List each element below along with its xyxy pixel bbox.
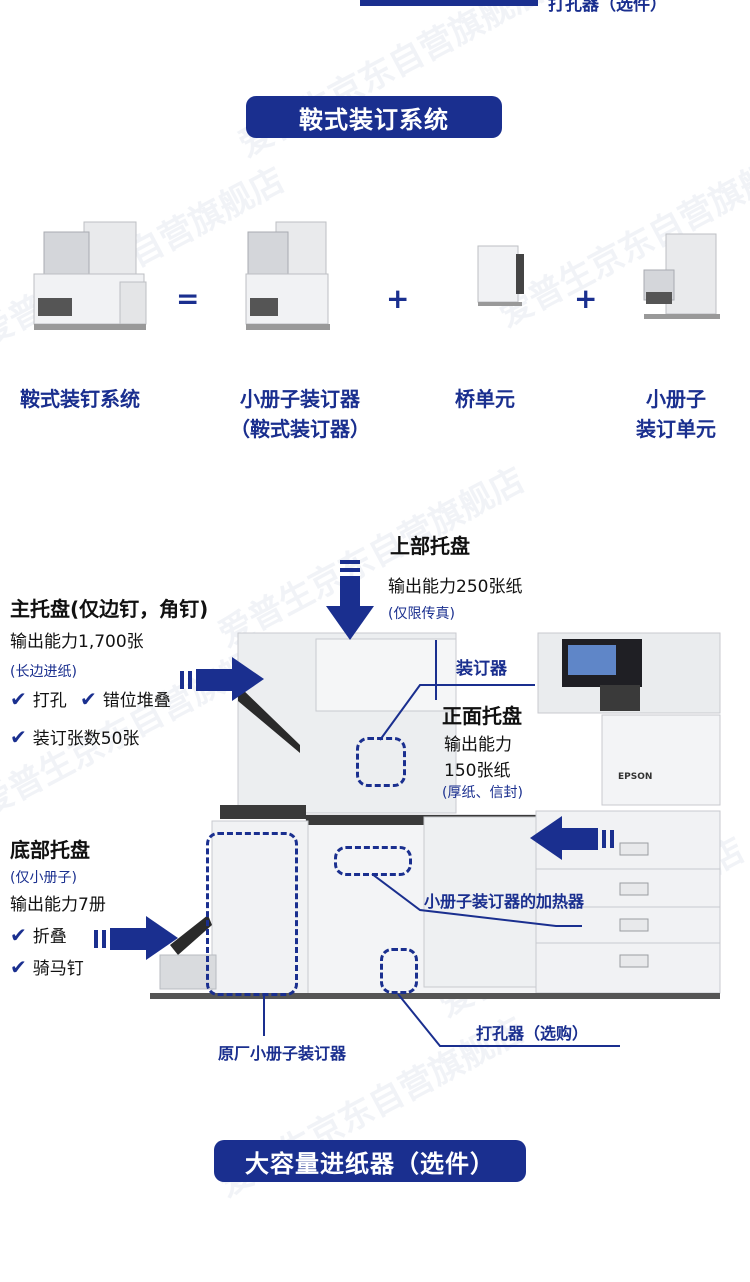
face-tray-capacity-1: 输出能力	[444, 735, 512, 755]
bottom-tray-capacity: 输出能力7册	[10, 895, 106, 915]
feature-offset-stack: ✔错位堆叠	[80, 686, 171, 712]
feature-staple-count: ✔装订张数50张	[10, 724, 140, 750]
label-booklet-finisher: 小册子装订器 （鞍式装订器）	[230, 387, 370, 441]
main-tray-note: (长边进纸)	[10, 664, 77, 680]
check-icon: ✔	[10, 922, 27, 947]
stapler-label: 装订器	[456, 659, 507, 679]
equals-operator: =	[176, 282, 200, 315]
face-tray-capacity-2: 150张纸	[444, 761, 511, 781]
puncher-region	[380, 948, 418, 994]
label-saddle-system: 鞍式装钉系统	[20, 387, 140, 411]
bottom-tray-note: (仅小册子)	[10, 870, 77, 886]
arrow-right-icon	[94, 916, 178, 960]
check-icon: ✔	[10, 686, 27, 711]
upper-tray-capacity: 输出能力250张纸	[388, 577, 523, 597]
top-divider	[360, 0, 538, 6]
top-partial-label: 打孔器（选件）	[548, 0, 667, 15]
section-title-saddle-system: 鞍式装订系统	[246, 96, 502, 138]
upper-tray-note: (仅限传真)	[388, 606, 455, 622]
label-booklet-unit: 小册子 装订单元	[636, 387, 716, 441]
section-title-hcf: 大容量进纸器（选件）	[214, 1140, 526, 1182]
face-tray-title: 正面托盘	[442, 704, 522, 728]
check-icon: ✔	[10, 954, 27, 979]
arrow-down-icon	[326, 560, 374, 640]
main-tray-title: 主托盘(仅边钉，角钉)	[10, 597, 209, 621]
puncher-label: 打孔器（选购）	[476, 1024, 589, 1043]
check-icon: ✔	[80, 686, 97, 711]
bridge-unit-illustration	[477, 245, 524, 306]
booklet-maker-label: 原厂小册子装订器	[218, 1044, 347, 1063]
check-icon: ✔	[10, 724, 27, 749]
main-tray-capacity: 输出能力1,700张	[10, 632, 144, 652]
bottom-tray-title: 底部托盘	[10, 838, 90, 862]
plus-operator: +	[574, 282, 598, 315]
saddle-system-illustration	[33, 221, 147, 330]
booklet-maker-region	[206, 832, 298, 996]
feature-saddle-stitch: ✔骑马钉	[10, 954, 84, 980]
booklet-unit-illustration	[643, 233, 720, 319]
heater-label: 小册子装订器的加热器	[424, 892, 585, 911]
face-tray-note: (厚纸、信封)	[442, 785, 523, 801]
feature-punch: ✔打孔	[10, 686, 67, 712]
printer-system-illustration	[150, 632, 721, 999]
arrow-left-icon	[530, 816, 614, 860]
upper-tray-title: 上部托盘	[390, 534, 470, 558]
plus-operator: +	[386, 282, 410, 315]
booklet-finisher-illustration	[245, 221, 330, 330]
feature-fold: ✔折叠	[10, 922, 67, 948]
label-bridge-unit: 桥单元	[455, 387, 515, 411]
arrow-right-icon	[180, 657, 264, 701]
brand-logo: EPSON	[618, 772, 653, 782]
